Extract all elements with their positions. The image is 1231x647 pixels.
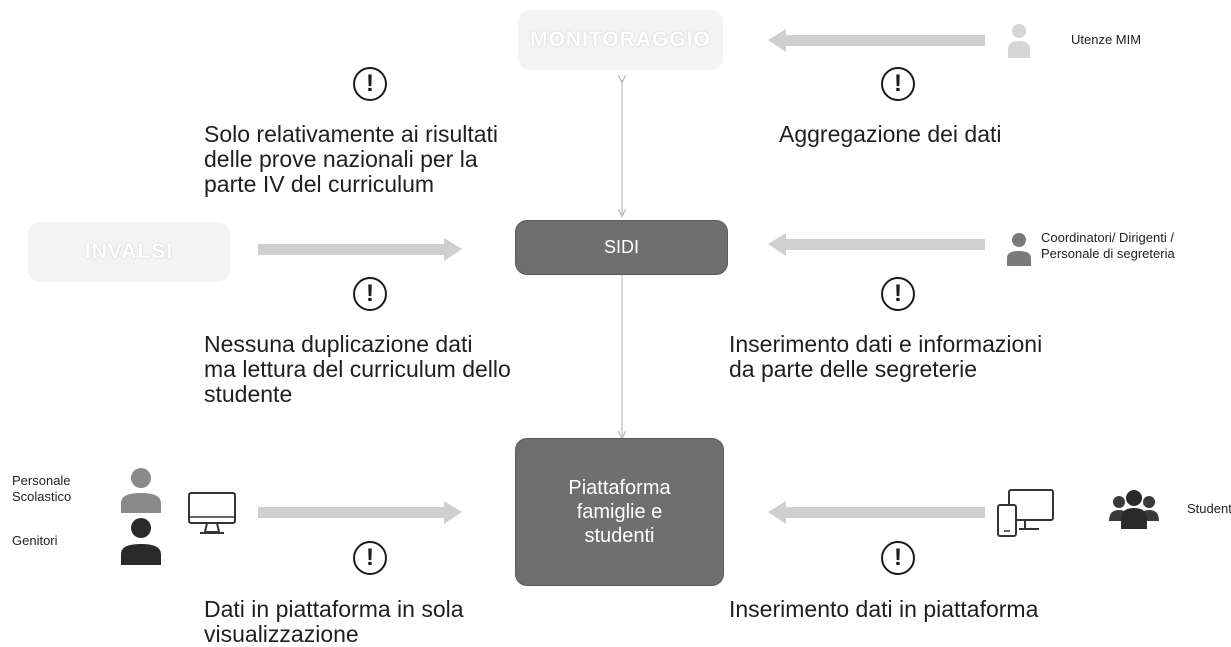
node-invalsi: INVALSI [28, 222, 230, 282]
actor-genitori: Genitori [12, 533, 58, 548]
person-icon [121, 468, 161, 513]
node-piattaforma: Piattaforma famiglie e studenti [515, 438, 724, 586]
exclamation-circle-icon: ! [353, 541, 387, 575]
note-mid-left: Nessuna duplicazione dati ma lettura del… [204, 331, 511, 407]
arrow-coordinatori-to-sidi [768, 233, 985, 256]
person-icon [121, 518, 161, 565]
note-mid-right: Inserimento dati e informazioni da parte… [729, 331, 1043, 382]
exclamation-circle-icon: ! [881, 277, 915, 311]
arrow-utenze-to-monitoraggio [768, 29, 985, 52]
person-icon [1007, 233, 1031, 266]
exclamation-circle-icon: ! [881, 541, 915, 575]
node-monitoraggio: MONITORAGGIO [518, 10, 723, 70]
note-top-left: Solo relativamente ai risultati delle pr… [204, 121, 499, 197]
devices-icon [997, 489, 1054, 537]
note-bottom-right: Inserimento dati in piattaforma [729, 596, 1039, 622]
actor-studenti: Studenti [1187, 501, 1231, 516]
person-icon [1008, 24, 1030, 58]
exclamation-circle-icon: ! [881, 67, 915, 101]
actor-coordinatori: Coordinatori/ Dirigenti / Personale di s… [1041, 230, 1175, 261]
arrow-invalsi-to-sidi [258, 238, 462, 261]
monitor-icon [188, 492, 236, 534]
note-top-right: Aggregazione dei dati [779, 121, 1002, 147]
arrow-genitori-to-piattaforma [258, 501, 462, 524]
node-sidi: SIDI [515, 220, 728, 275]
group-icon [1109, 490, 1159, 529]
note-bottom-left: Dati in piattaforma in sola visualizzazi… [204, 596, 464, 647]
arrow-studenti-to-piattaforma [768, 501, 985, 524]
actor-personale-scolastico: Personale Scolastico [12, 473, 72, 504]
exclamation-circle-icon: ! [353, 67, 387, 101]
actor-utenze-mim: Utenze MIM [1071, 32, 1142, 47]
exclamation-circle-icon: ! [353, 277, 387, 311]
